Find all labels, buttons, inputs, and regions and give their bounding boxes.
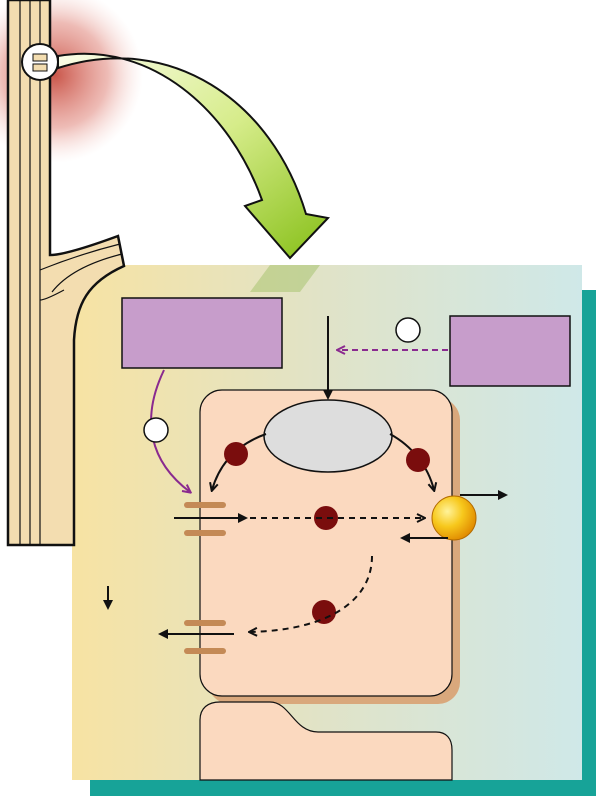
transporter-pump [431,495,477,541]
signal-circle-right [395,317,421,343]
ion-particle [312,600,336,624]
top-left-box [121,297,283,369]
ion-particle [224,442,248,466]
ion-particle [406,448,430,472]
zoom-origin-circle [21,43,59,81]
ion-channel-lower [184,620,226,654]
tubule-segment [6,0,126,547]
zoom-arrow [57,52,330,260]
top-right-box [449,315,571,387]
neighbor-cell [199,701,453,781]
central-organelle [263,399,393,473]
panel-fold [250,265,320,292]
signal-circle-left [143,417,169,443]
ion-channel-upper [184,502,226,536]
recycle-dashed-curve [250,555,373,632]
ion-particle [314,506,338,530]
